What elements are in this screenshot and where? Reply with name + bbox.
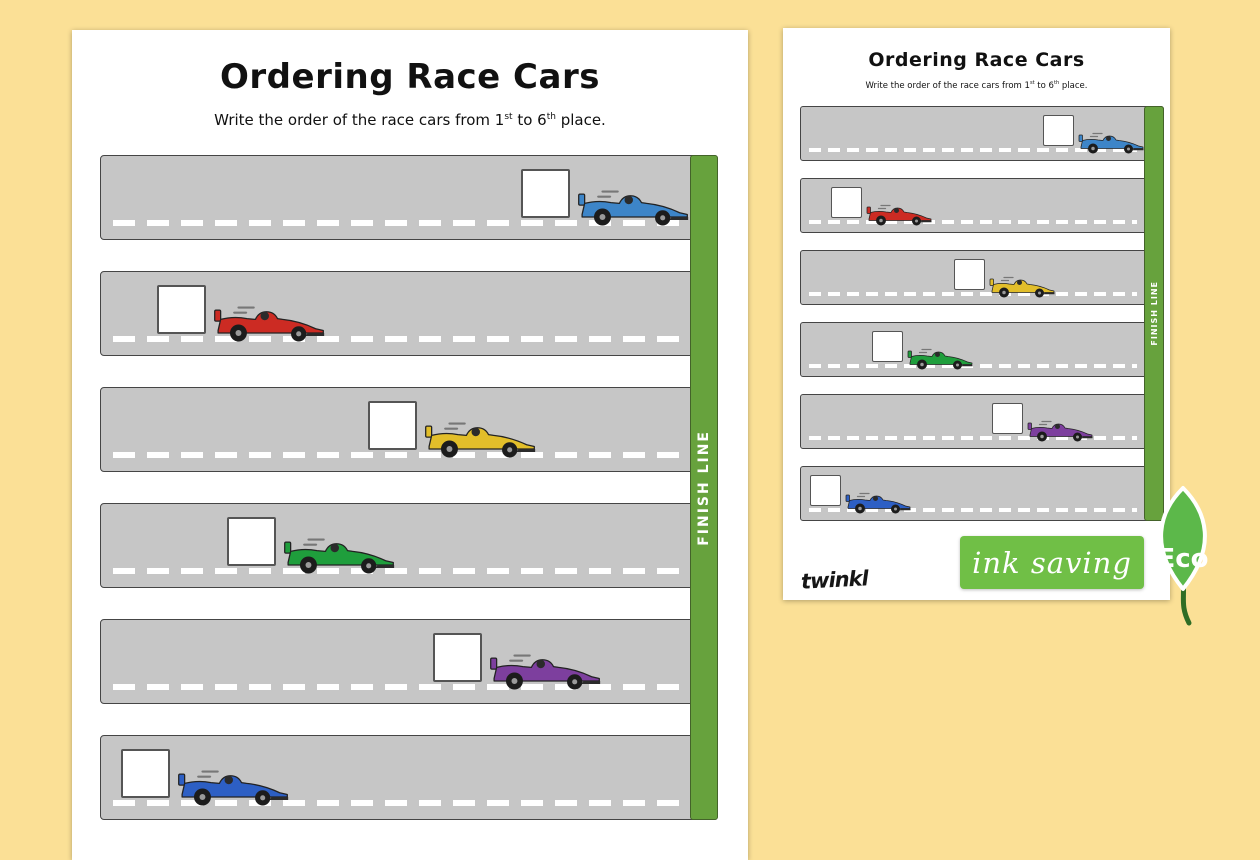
race-lane-6	[800, 465, 1164, 521]
race-car-navy-icon	[177, 769, 289, 806]
answer-box-lane-4[interactable]	[872, 330, 904, 362]
answer-box-lane-3[interactable]	[368, 401, 418, 451]
race-car-red-icon	[866, 204, 932, 226]
answer-box-lane-4[interactable]	[227, 517, 277, 567]
ink-saving-badge: ink saving	[960, 536, 1144, 589]
lane-stack	[800, 105, 1164, 521]
race-track: FINISH LINE	[800, 105, 1164, 521]
worksheet-preview-background: { "worksheet": { "title": "Ordering Race…	[72, 28, 1209, 860]
answer-box-lane-1[interactable]	[1043, 114, 1075, 146]
race-lane-4	[800, 321, 1164, 377]
lane-stack	[100, 155, 718, 821]
race-lane-4	[100, 503, 718, 589]
race-lane-6	[100, 735, 718, 821]
answer-box-lane-2[interactable]	[156, 285, 206, 335]
lane-dashed-line	[809, 147, 1137, 152]
lane-dashed-line	[809, 435, 1137, 440]
eco-label: Eco	[1157, 544, 1208, 574]
page-title: Ordering Race Cars	[868, 49, 1085, 71]
lane-dashed-line	[809, 219, 1137, 224]
lane-dashed-line	[113, 220, 679, 227]
race-car-green-icon	[283, 537, 395, 574]
race-lane-1	[100, 155, 718, 241]
race-lane-5	[800, 393, 1164, 449]
race-car-blue-icon	[1078, 132, 1144, 154]
race-car-purple-icon	[1027, 420, 1093, 442]
race-car-yellow-icon	[989, 276, 1055, 298]
race-car-green-icon	[907, 348, 973, 370]
answer-box-lane-5[interactable]	[433, 633, 483, 683]
answer-box-lane-6[interactable]	[121, 749, 171, 799]
race-track: FINISH LINE	[100, 155, 718, 821]
race-car-purple-icon	[489, 653, 601, 690]
answer-box-lane-2[interactable]	[830, 186, 862, 218]
lane-dashed-line	[809, 363, 1137, 368]
leaf-shape	[1159, 486, 1207, 591]
race-lane-5	[100, 619, 718, 705]
race-lane-2	[800, 177, 1164, 233]
finish-line-label: FINISH LINE	[696, 429, 712, 546]
finish-line-bar: FINISH LINE	[1144, 105, 1164, 521]
lane-dashed-line	[113, 452, 679, 459]
race-car-navy-icon	[845, 492, 911, 514]
lane-dashed-line	[809, 291, 1137, 296]
lane-dashed-line	[809, 507, 1137, 512]
page-instructions: Write the order of the race cars from 1s…	[865, 79, 1088, 91]
answer-box-lane-3[interactable]	[954, 258, 986, 290]
worksheet-page-large: Ordering Race Cars Write the order of th…	[72, 30, 748, 860]
race-lane-1	[800, 105, 1164, 161]
answer-box-lane-1[interactable]	[521, 169, 571, 219]
eco-leaf-badge: Eco	[1157, 486, 1209, 626]
race-car-blue-icon	[577, 189, 689, 226]
finish-line-bar: FINISH LINE	[690, 155, 718, 821]
lane-dashed-line	[113, 336, 679, 343]
race-lane-3	[100, 387, 718, 473]
race-car-yellow-icon	[424, 421, 536, 458]
race-lane-3	[800, 249, 1164, 305]
race-lane-2	[100, 271, 718, 357]
finish-line-label: FINISH LINE	[1149, 281, 1159, 346]
answer-box-lane-5[interactable]	[991, 402, 1023, 434]
race-car-red-icon	[213, 305, 325, 342]
ink-saving-label: ink saving	[972, 545, 1132, 580]
lane-dashed-line	[113, 568, 679, 575]
page-title: Ordering Race Cars	[220, 57, 600, 97]
answer-box-lane-6[interactable]	[810, 474, 842, 506]
page-instructions: Write the order of the race cars from 1s…	[214, 111, 606, 130]
worksheet-page-small: Ordering Race Cars Write the order of th…	[783, 28, 1170, 600]
twinkl-logo: twinkl	[800, 566, 869, 594]
